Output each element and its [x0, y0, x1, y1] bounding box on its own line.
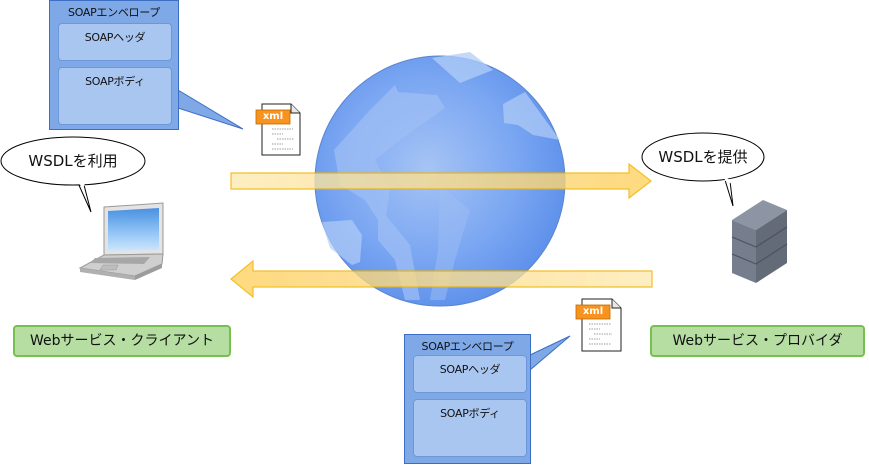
response-arrow-left: [230, 259, 653, 299]
bottom-envelope-tail: [529, 335, 571, 372]
soap-header-part: SOAPヘッダ: [413, 355, 527, 393]
provider-label: Webサービス・プロバイダ: [650, 325, 865, 357]
provider-speech-bubble: [641, 132, 765, 207]
xml-tag-label-top: xml: [262, 111, 284, 122]
client-bubble-text: WSDLを利用: [28, 152, 118, 170]
xml-tag-label-bottom: xml: [582, 306, 604, 317]
soap-header-label: SOAPヘッダ: [439, 363, 501, 376]
server-icon: [731, 200, 788, 283]
request-arrow-right: [230, 162, 652, 200]
xml-file-icon-top: [255, 103, 301, 156]
soap-body-part: SOAPボディ: [413, 399, 527, 457]
client-speech-bubble: [0, 136, 146, 213]
soap-envelope-bottom: SOAPエンベロープ SOAPヘッダ SOAPボディ: [404, 334, 531, 464]
soap-body-label: SOAPボディ: [85, 75, 145, 88]
soap-header-label: SOAPヘッダ: [84, 31, 146, 44]
soap-envelope-top: SOAPエンベロープ SOAPヘッダ SOAPボディ: [49, 0, 179, 130]
top-envelope-tail: [177, 89, 244, 130]
client-label: Webサービス・クライアント: [13, 325, 231, 357]
envelope-title: SOAPエンベロープ: [68, 6, 160, 19]
xml-file-icon-bottom: [575, 298, 622, 352]
provider-bubble-text: WSDLを提供: [658, 148, 748, 166]
laptop-icon: [78, 202, 164, 280]
soap-header-part: SOAPヘッダ: [58, 23, 172, 61]
envelope-title: SOAPエンベロープ: [421, 340, 514, 353]
soap-body-label: SOAPボディ: [440, 407, 500, 420]
soap-body-part: SOAPボディ: [58, 67, 172, 125]
